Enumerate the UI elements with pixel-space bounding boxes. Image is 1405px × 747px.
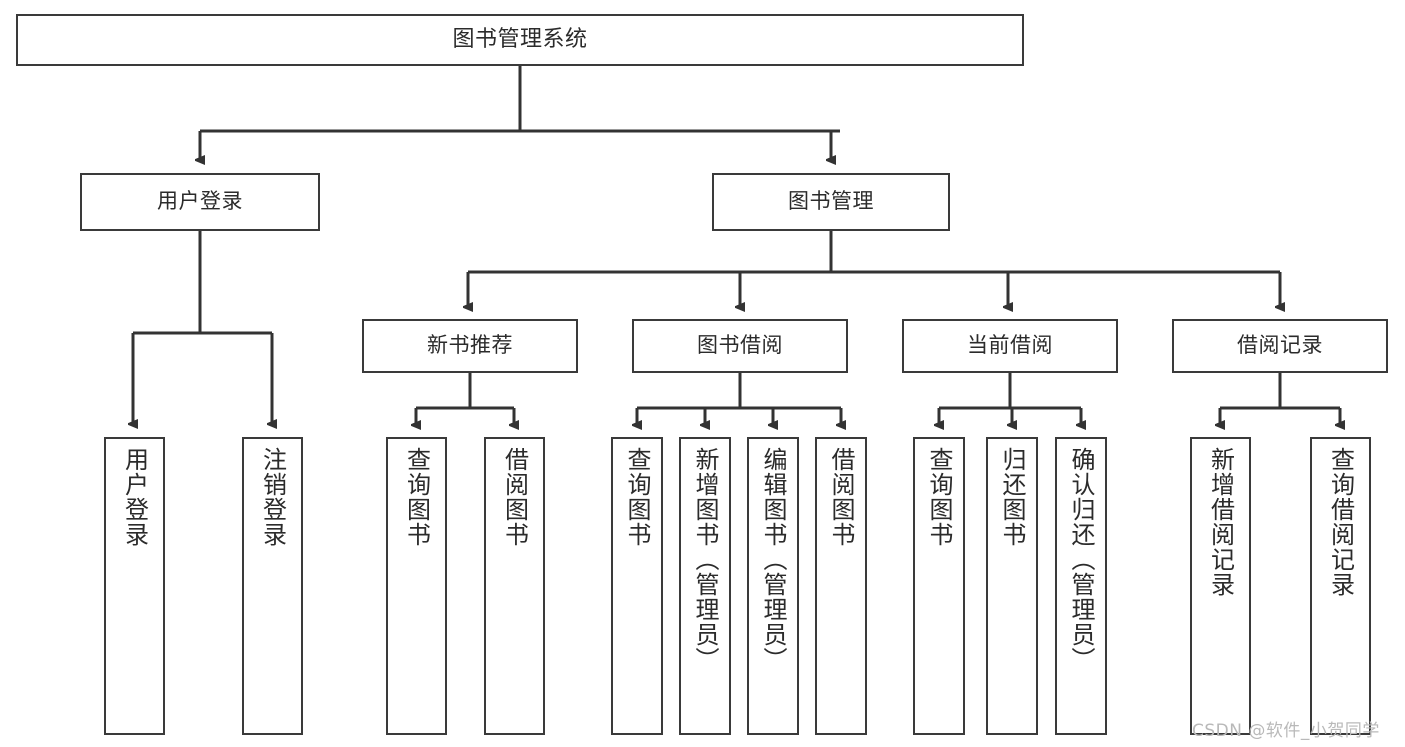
leaf-query-book-current[interactable]: 查询图书: [913, 437, 965, 735]
node-label: 查询借阅记录: [1326, 447, 1355, 597]
node-label: 编辑图书（管理员）: [759, 447, 787, 672]
node-label: 借阅记录: [1237, 333, 1323, 358]
node-label: 图书管理系统: [452, 26, 588, 52]
node-label: 借阅图书: [827, 447, 855, 547]
leaf-user-login[interactable]: 用户登录: [104, 437, 165, 735]
node-borrow-record[interactable]: 借阅记录: [1172, 319, 1388, 373]
node-new-book-recommendation[interactable]: 新书推荐: [362, 319, 578, 373]
leaf-confirm-return-admin[interactable]: 确认归还（管理员）: [1055, 437, 1107, 735]
node-label: 查询图书: [623, 447, 651, 547]
node-book-management-system[interactable]: 图书管理系统: [16, 14, 1024, 66]
csdn-watermark: CSDN @软件_小贺同学: [1192, 721, 1380, 741]
leaf-return-book[interactable]: 归还图书: [986, 437, 1038, 735]
node-label: 查询图书: [925, 447, 953, 547]
node-label: 注销登录: [258, 447, 287, 547]
node-book-borrow[interactable]: 图书借阅: [632, 319, 848, 373]
node-user-login[interactable]: 用户登录: [80, 173, 320, 231]
leaf-borrow-book-recommendation[interactable]: 借阅图书: [484, 437, 545, 735]
leaf-borrow-book[interactable]: 借阅图书: [815, 437, 867, 735]
node-label: 新书推荐: [427, 333, 513, 358]
leaf-query-book-recommendation[interactable]: 查询图书: [386, 437, 447, 735]
node-book-management[interactable]: 图书管理: [712, 173, 950, 231]
node-label: 当前借阅: [967, 333, 1053, 358]
node-label: 借阅图书: [500, 447, 529, 547]
node-label: 新增借阅记录: [1206, 447, 1235, 597]
leaf-user-logout[interactable]: 注销登录: [242, 437, 303, 735]
leaf-add-book-admin[interactable]: 新增图书（管理员）: [679, 437, 731, 735]
node-label: 用户登录: [120, 447, 149, 547]
leaf-add-borrow-record[interactable]: 新增借阅记录: [1190, 437, 1251, 735]
leaf-query-book-borrow[interactable]: 查询图书: [611, 437, 663, 735]
node-current-borrow[interactable]: 当前借阅: [902, 319, 1118, 373]
node-label: 新增图书（管理员）: [691, 447, 719, 672]
node-label: 归还图书: [998, 447, 1026, 547]
node-label: 查询图书: [402, 447, 431, 547]
node-label: 确认归还（管理员）: [1067, 447, 1095, 672]
leaf-query-borrow-record[interactable]: 查询借阅记录: [1310, 437, 1371, 735]
node-label: 图书管理: [788, 189, 874, 214]
node-label: 用户登录: [157, 189, 243, 214]
leaf-edit-book-admin[interactable]: 编辑图书（管理员）: [747, 437, 799, 735]
node-label: 图书借阅: [697, 333, 783, 358]
